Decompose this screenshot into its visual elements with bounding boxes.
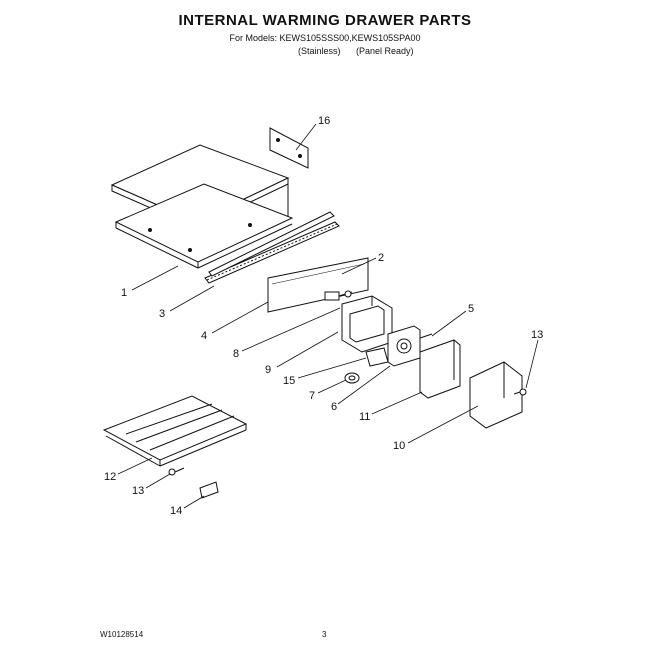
- callout-3: 3: [159, 308, 165, 320]
- callout-6: 6: [331, 401, 337, 413]
- part-13-screw-upper: [513, 388, 527, 396]
- callout-15: 15: [283, 375, 295, 387]
- part-13-screw-lower: [168, 467, 185, 476]
- callout-1: 1: [121, 287, 127, 299]
- part-12-drawer-frame: [102, 395, 248, 467]
- part-11-cover: [419, 339, 461, 399]
- callout-5: 5: [468, 303, 474, 315]
- callout-12: 12: [104, 471, 116, 483]
- part-3-rail: [204, 211, 340, 284]
- callout-7: 7: [309, 390, 315, 402]
- part-8-control-bracket: [341, 295, 393, 353]
- part-15-plate: [365, 347, 389, 367]
- callout-14: 14: [170, 505, 182, 517]
- part-4-element-panel: [267, 257, 369, 313]
- page-title: INTERNAL WARMING DRAWER PARTS: [178, 12, 472, 29]
- finish-panel-ready: (Panel Ready): [356, 46, 414, 56]
- finish-stainless: (Stainless): [298, 46, 341, 56]
- callout-11: 11: [359, 411, 370, 423]
- part-5-switch: [387, 325, 433, 367]
- part-1-housing: [110, 144, 294, 269]
- part-16-bracket: [269, 127, 309, 169]
- part-7-knob: [344, 372, 360, 384]
- document-id: W10128514: [100, 630, 144, 639]
- callout-2: 2: [378, 252, 384, 264]
- model-list: For Models: KEWS105SSS00,KEWS105SPA00: [229, 33, 421, 43]
- callout-4: 4: [201, 330, 207, 342]
- callout-13-lower: 13: [132, 485, 144, 497]
- leader-lines: [117, 123, 539, 509]
- callout-8: 8: [233, 348, 239, 360]
- callout-13-upper: 13: [531, 329, 543, 341]
- part-10-large-cover: [469, 361, 523, 429]
- part-14-bracket: [199, 481, 219, 499]
- callout-labels: 16 1 3 2 4 8 5 9 15 7 6 13 11 10 12 13 1…: [104, 115, 543, 517]
- callout-16: 16: [318, 115, 330, 127]
- callout-10: 10: [393, 440, 405, 452]
- callout-9: 9: [265, 364, 271, 376]
- part-2-terminal: [324, 290, 353, 301]
- page-number: 3: [322, 630, 327, 639]
